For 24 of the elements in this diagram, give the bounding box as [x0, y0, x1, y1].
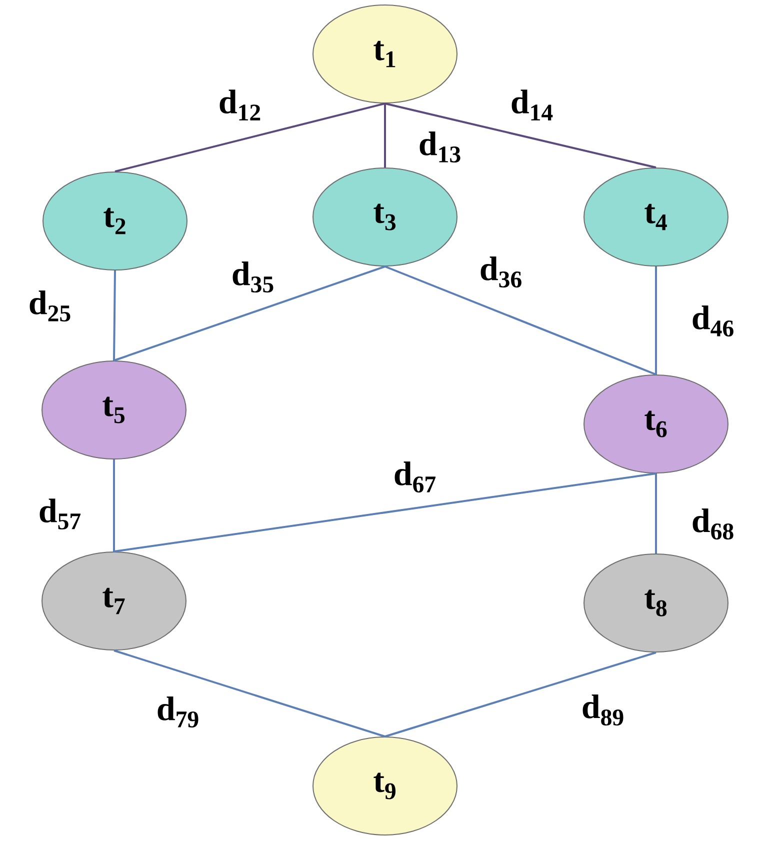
edge-label: d$_{13}$ — [417, 130, 463, 164]
connector-line — [114, 472, 656, 552]
edge-label: d$_{79}$ — [155, 696, 201, 728]
connector-line — [384, 266, 656, 376]
edge-label: d$_{68}$ — [690, 507, 736, 541]
edge-label: d$_{14}$ — [509, 88, 555, 122]
edge-label: d$_{67}$ — [392, 460, 438, 494]
connector-line — [114, 266, 386, 362]
connector-line — [114, 102, 386, 172]
connector-line — [114, 650, 386, 738]
connector-line — [655, 266, 657, 374]
connector-line — [384, 102, 656, 168]
edge-label: d$_{57}$ — [37, 498, 83, 530]
edge-label: d$_{35}$ — [230, 260, 276, 294]
connector-line — [655, 474, 657, 554]
edge-label: d$_{36}$ — [478, 256, 524, 288]
edge-label: d$_{46}$ — [690, 304, 736, 338]
connector-line — [384, 104, 386, 168]
edge-label: d$_{12}$ — [217, 88, 263, 122]
edge-label: d$_{89}$ — [580, 693, 626, 727]
connector-line — [113, 460, 115, 552]
edge-label: d$_{25}$ — [27, 290, 73, 322]
connector-line — [384, 652, 656, 738]
connector-line — [113, 270, 116, 360]
